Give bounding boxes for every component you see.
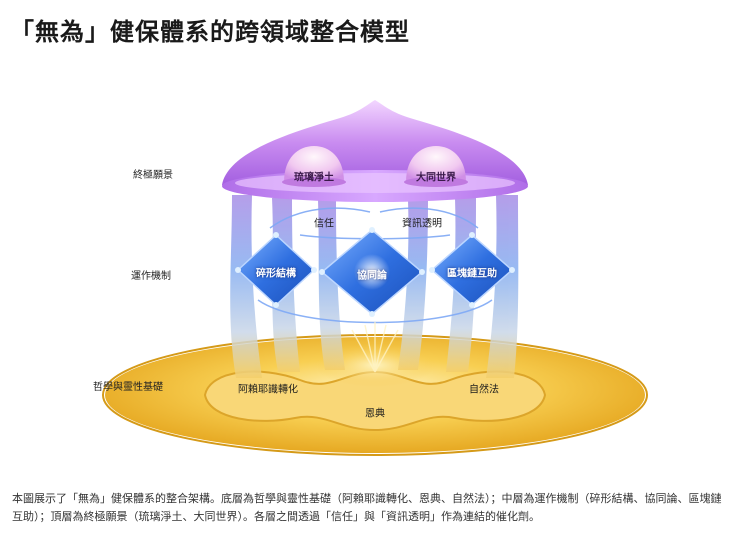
node-synergetics: 協同論 — [357, 270, 387, 282]
node-alaya-transformation: 阿賴耶識轉化 — [238, 384, 298, 396]
mechanism-layer — [235, 227, 515, 317]
link-transparency: 資訊透明 — [402, 218, 442, 230]
light-rays — [351, 322, 399, 373]
link-trust: 信任 — [314, 218, 334, 230]
node-natural-law: 自然法 — [469, 384, 499, 396]
layer-label-foundation: 哲學與靈性基礎 — [93, 382, 163, 393]
pillars — [230, 195, 519, 378]
node-pure-land: 琉璃淨土 — [294, 172, 334, 184]
layer-label-vision: 終極願景 — [133, 170, 173, 181]
node-blockchain-mutual-aid: 區塊鏈互助 — [447, 268, 497, 280]
integration-model-diagram — [102, 100, 648, 456]
node-grace: 恩典 — [365, 408, 385, 420]
vision-domes — [282, 146, 468, 187]
diagram-caption: 本圖展示了「無為」健保體系的整合架構。底層為哲學與靈性基礎（阿賴耶識轉化、恩典、… — [12, 492, 722, 523]
node-great-harmony: 大同世界 — [416, 172, 456, 184]
layer-label-mechanism: 運作機制 — [131, 271, 171, 282]
node-fractal-structure: 碎形結構 — [256, 268, 296, 280]
page-title: 「無為」健保體系的跨領域整合模型 — [10, 18, 410, 46]
vision-canopy — [222, 100, 528, 202]
